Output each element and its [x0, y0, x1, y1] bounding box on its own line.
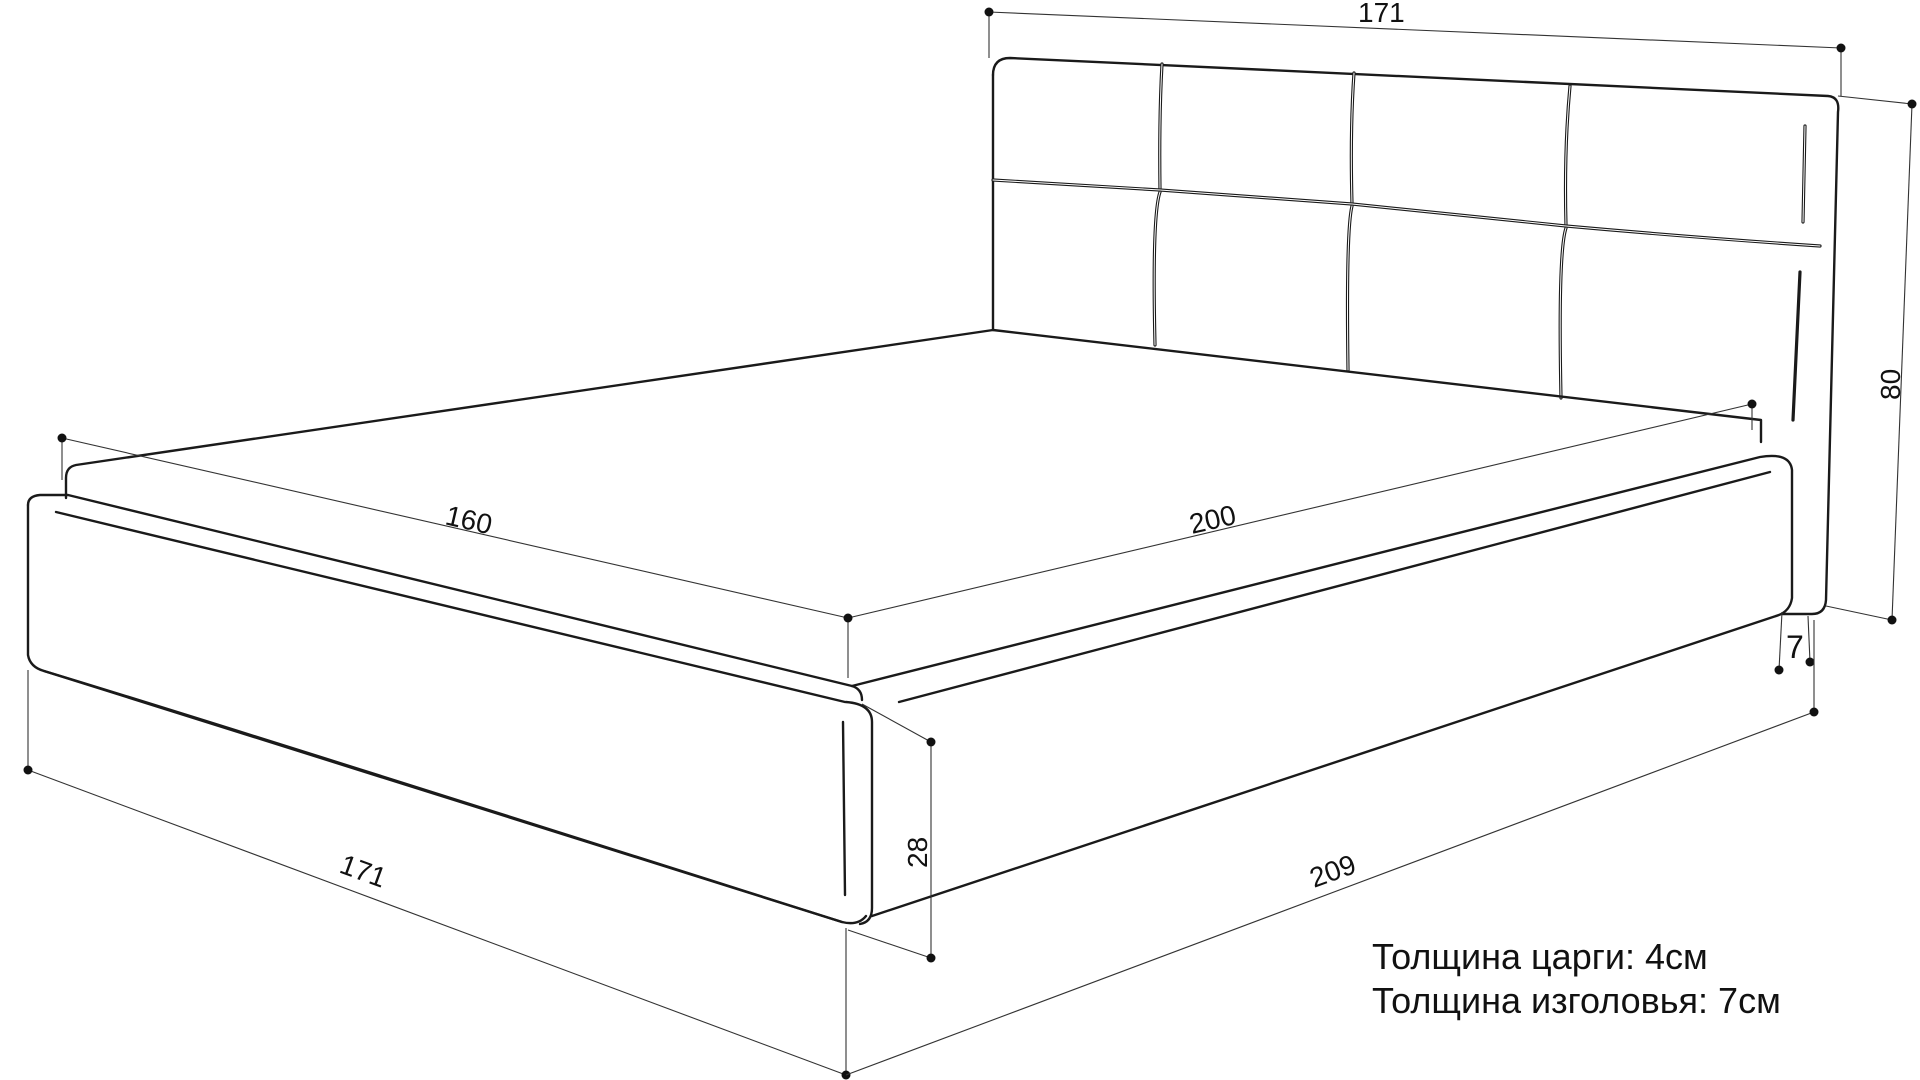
headboard: [991, 56, 1840, 616]
right-rail-bottom: [870, 614, 1778, 918]
left-rail-inner: [54, 510, 847, 704]
dim-mattress-length: 200: [1186, 499, 1238, 540]
left-rail-bottom-edge: [42, 669, 844, 924]
dimension-lines: [23, 7, 1917, 1080]
headboard-outline: [991, 56, 1840, 616]
dim-mattress-width: 160: [443, 500, 495, 541]
foot-panel-crease: [841, 720, 847, 897]
mattress-top: [991, 328, 1763, 444]
note-headboard-thickness: Толщина изголовья: 7см: [1372, 980, 1781, 1021]
headboard-seam: [1791, 270, 1802, 422]
dim-headboard-height: 80: [1875, 369, 1906, 400]
left-rail-top: [26, 493, 864, 702]
headboard-horizontal-seam: [991, 178, 1822, 248]
right-rail-top: [850, 454, 1794, 688]
dim-overall-length: 209: [1305, 849, 1360, 894]
left-rail-front: [26, 503, 868, 925]
mattress: [64, 328, 1763, 500]
dim-overall-width: 171: [336, 849, 391, 894]
headboard-seam: [1558, 226, 1568, 400]
headboard-seam: [1152, 190, 1162, 347]
dim-frame-height: 28: [902, 837, 933, 868]
dim-headboard-width: 171: [1358, 0, 1405, 28]
dim-headboard-thickness: 7: [1786, 629, 1804, 665]
mattress-left-edge: [64, 328, 995, 500]
foot-panel: [844, 700, 874, 926]
right-rail-inner: [897, 470, 1772, 704]
bed-frame: [26, 454, 1794, 926]
note-side-rail-thickness: Толщина царги: 4см: [1372, 936, 1708, 977]
